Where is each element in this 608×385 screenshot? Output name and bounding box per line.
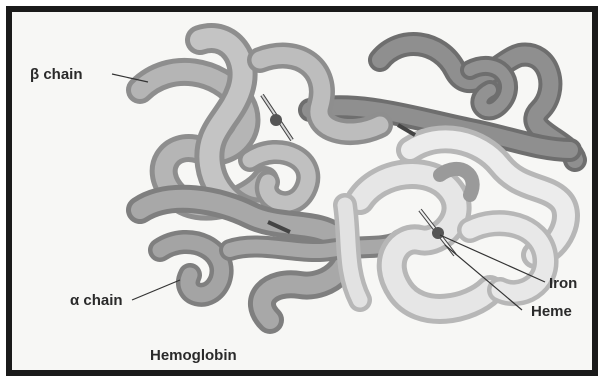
figure-caption: Hemoglobin <box>150 347 237 364</box>
alpha-chain-label: α chain <box>70 292 123 309</box>
alpha-chain-leader <box>132 280 180 300</box>
light-alpha-chain <box>345 139 566 309</box>
iron-label: Iron <box>549 275 577 292</box>
heme-label: Heme <box>531 303 572 320</box>
iron-atom <box>432 227 444 239</box>
heme-group-top <box>262 95 292 140</box>
beta-chain-label: β chain <box>30 66 83 83</box>
